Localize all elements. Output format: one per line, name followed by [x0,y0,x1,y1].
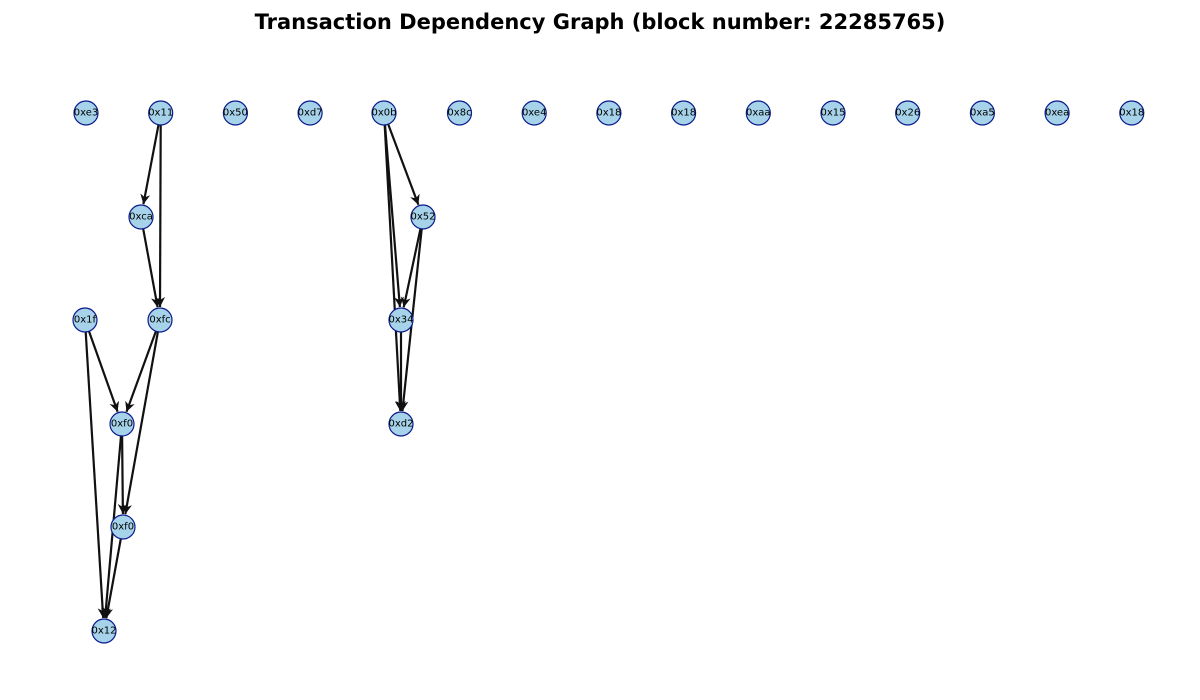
node-label: 0xca [129,212,153,223]
edge-n16-n19 [400,228,422,308]
graph-node: 0x1f [72,307,98,333]
node-label: 0xd7 [298,108,323,119]
node-circle [91,618,117,644]
node-circle [745,100,771,126]
node-circle [388,307,414,333]
graph-node: 0xe3 [73,100,99,126]
node-circle [1119,100,1145,126]
edge-n4-n21 [383,124,405,412]
graph-node: 0x18 [596,100,622,126]
node-circle [147,307,173,333]
node-label: 0xa5 [970,108,995,119]
edge-n1-n18 [155,124,166,308]
node-circle [820,100,846,126]
edge-n20-n22 [117,435,128,515]
graph-node: 0x34 [388,307,414,333]
graph-node: 0x0b [371,100,397,126]
graph-node: 0xaa [745,100,771,126]
node-label: 0xaa [746,108,771,119]
node-circle [222,100,248,126]
node-circle [446,100,473,126]
graph-node: 0x50 [222,100,248,126]
graph-node: 0xf0 [109,411,135,437]
graph-node: 0x52 [410,204,436,230]
graph-node: 0x11 [148,100,174,126]
node-label: 0xfc [149,315,170,326]
node-circle [73,100,99,126]
node-circle [410,204,436,230]
node-label: 0x18 [596,108,621,119]
graph-node: 0xe4 [521,100,547,126]
diagram-title: Transaction Dependency Graph (block numb… [254,10,946,34]
graph-node: 0x26 [895,100,921,126]
node-label: 0xea [1045,108,1069,119]
edge-n4-n19 [383,124,405,308]
node-circle [1044,100,1070,126]
node-label: 0x1f [74,315,97,326]
node-label: 0x0b [372,108,397,119]
edge-n4-n16 [387,123,420,206]
nodes-layer: 0xe3 0x11 0x50 0xd7 0x0b 0x8c 0xe4 0x18 0x18 0xaa… [72,100,1145,644]
edge-n1-n15 [140,124,160,205]
graph-node: 0xa5 [969,100,996,126]
graph-node: 0x18 [670,100,697,126]
node-circle [109,411,135,437]
graph-node: 0x12 [91,618,117,644]
graph-node: 0x8c [446,100,473,126]
node-label: 0x18 [1119,108,1144,119]
node-circle [297,100,323,126]
graph-node: 0xd7 [297,100,323,126]
node-circle [148,100,174,126]
node-circle [388,411,414,437]
node-label: 0xf0 [112,522,134,533]
node-label: 0xd2 [389,419,414,430]
edge-n17-n23 [84,331,108,619]
node-label: 0x8c [447,108,471,119]
node-circle [110,514,136,540]
node-label: 0xe3 [74,108,99,119]
graph-node: 0xd2 [388,411,414,437]
graph-node: 0x15 [820,100,846,126]
node-circle [895,100,921,126]
node-circle [521,100,547,126]
graph-node: 0x18 [1119,100,1145,126]
node-label: 0x15 [820,108,845,119]
graph-node: 0xca [128,204,154,230]
edge-n18-n22 [122,331,159,515]
node-circle [371,100,397,126]
node-label: 0x26 [895,108,920,119]
node-circle [596,100,622,126]
graph-node: 0xea [1044,100,1070,126]
node-label: 0x12 [91,626,116,637]
node-label: 0x50 [223,108,248,119]
node-label: 0x11 [148,108,173,119]
node-circle [670,100,697,126]
node-label: 0xe4 [522,108,547,119]
node-circle [72,307,98,333]
graph-node: 0xf0 [110,514,136,540]
edge-n15-n18 [142,228,161,308]
node-label: 0xf0 [111,419,133,430]
node-label: 0x34 [388,315,413,326]
edge-n17-n20 [87,330,119,413]
edge-n18-n20 [125,330,157,413]
node-circle [128,204,154,230]
graph-node: 0xfc [147,307,173,333]
node-label: 0x18 [671,108,696,119]
node-circle [969,100,996,126]
node-label: 0x52 [410,212,435,223]
edge-n22-n23 [103,538,122,619]
edges-layer [84,123,423,619]
